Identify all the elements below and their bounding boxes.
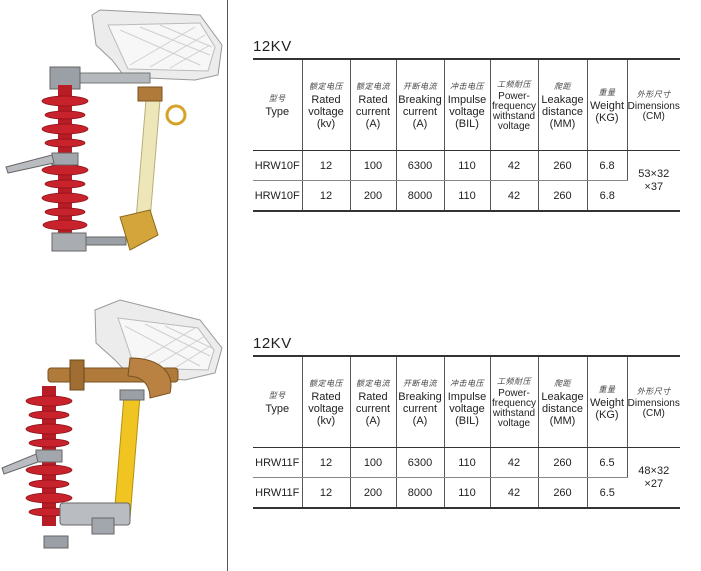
cell-dimensions: 53×32 ×37 — [627, 150, 680, 212]
table-row: HRW11F 12 200 8000 110 42 260 6.5 — [253, 477, 680, 509]
cell-dimensions: 48×32 ×27 — [627, 447, 680, 509]
cell-voltage: 12 — [302, 447, 351, 478]
dimensions-line1: 48×32 — [638, 464, 670, 477]
cell-voltage: 12 — [302, 150, 351, 181]
cell-withstand: 42 — [490, 150, 539, 181]
dimensions-line1: 53×32 — [638, 167, 670, 180]
cell-breaking: 8000 — [396, 477, 445, 509]
cell-withstand: 42 — [490, 477, 539, 509]
cell-breaking: 6300 — [396, 447, 445, 478]
dimensions-line2: ×37 — [644, 180, 664, 193]
cell-voltage: 12 — [302, 477, 351, 509]
product-photo-hrw10f — [5, 9, 223, 252]
section1-heading: 12KV — [253, 38, 292, 55]
table-row: HRW11F 12 100 6300 110 42 260 6.5 48×32 … — [253, 447, 680, 509]
cell-weight: 6.5 — [587, 447, 628, 478]
cell-withstand: 42 — [490, 180, 539, 212]
cell-impulse: 110 — [444, 180, 491, 212]
cell-weight: 6.8 — [587, 180, 627, 212]
cell-type: HRW10F — [253, 150, 303, 181]
cell-impulse: 110 — [444, 150, 491, 181]
product-photo-hrw11f — [1, 299, 223, 549]
dimensions-line2: ×27 — [644, 477, 664, 490]
cell-leakage: 260 — [538, 150, 588, 181]
cell-type: HRW11F — [253, 477, 303, 509]
cell-current: 100 — [350, 150, 397, 181]
cell-type: HRW11F — [253, 447, 303, 478]
cell-leakage: 260 — [538, 180, 588, 212]
cell-current: 200 — [350, 477, 397, 509]
cell-weight: 6.5 — [587, 477, 627, 509]
table-row: HRW10F 12 200 8000 110 42 260 6.8 — [253, 180, 680, 212]
table-row: HRW10F 12 100 6300 110 42 260 6.8 53×32 … — [253, 150, 680, 212]
cell-breaking: 8000 — [396, 180, 445, 212]
cell-leakage: 260 — [538, 447, 588, 478]
vertical-divider — [227, 0, 228, 571]
cell-weight: 6.8 — [587, 150, 628, 181]
cell-breaking: 6300 — [396, 150, 445, 181]
cell-current: 200 — [350, 180, 397, 212]
cell-withstand: 42 — [490, 447, 539, 478]
cell-impulse: 110 — [444, 477, 491, 509]
cell-voltage: 12 — [302, 180, 351, 212]
cell-leakage: 260 — [538, 477, 588, 509]
cell-current: 100 — [350, 447, 397, 478]
cell-type: HRW10F — [253, 180, 303, 212]
section2-heading: 12KV — [253, 335, 292, 352]
cell-impulse: 110 — [444, 447, 491, 478]
